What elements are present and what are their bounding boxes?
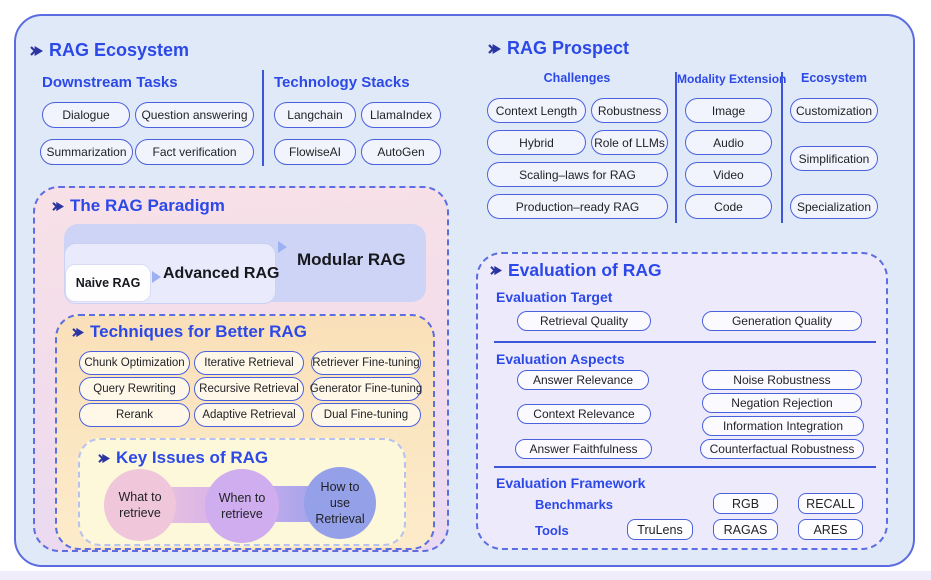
pill-context-relevance: Context Relevance (517, 404, 651, 424)
page-bottom-strip (0, 571, 931, 580)
pill-fact-verification: Fact verification (135, 139, 254, 165)
tools-label: Tools (535, 523, 569, 538)
pill-adaptive-retrieval: Adaptive Retrieval (194, 403, 304, 427)
section-arrow-icon (52, 201, 64, 211)
evaluation-title: Evaluation of RAG (508, 260, 662, 280)
pill-answer-relevance: Answer Relevance (517, 370, 649, 390)
techniques-title: Techniques for Better RAG (90, 322, 307, 341)
downstream-tasks-label: Downstream Tasks (42, 74, 178, 91)
pill-simplification: Simplification (790, 146, 878, 171)
pill-video: Video (685, 162, 772, 187)
pill-audio: Audio (685, 130, 772, 155)
box-rgb: RGB (713, 493, 778, 514)
pill-dual-finetuning: Dual Fine-tuning (311, 403, 421, 427)
circle-how-to-use-retrieval: How to use Retrieval (304, 467, 376, 539)
pill-llamaindex: LlamaIndex (361, 102, 441, 128)
pill-context-length: Context Length (487, 98, 586, 123)
advanced-to-modular-arrow-icon (278, 241, 287, 253)
pill-recursive-retrieval: Recursive Retrieval (194, 377, 304, 401)
pill-production-ready: Production–ready RAG (487, 194, 668, 219)
challenges-label: Challenges (543, 71, 611, 85)
section-arrow-icon (98, 453, 110, 463)
pill-customization: Customization (790, 98, 878, 123)
key-issues-header: Key Issues of RAG (98, 448, 268, 468)
pill-generation-quality: Generation Quality (702, 311, 862, 331)
pill-chunk-optimization: Chunk Optimization (79, 351, 190, 375)
pill-autogen: AutoGen (361, 139, 441, 165)
evaluation-header: Evaluation of RAG (490, 260, 662, 281)
pill-specialization: Specialization (790, 194, 878, 219)
pill-question-answering: Question answering (135, 102, 254, 128)
techniques-header: Techniques for Better RAG (72, 322, 307, 342)
pill-scaling-laws: Scaling–laws for RAG (487, 162, 668, 187)
box-recall: RECALL (798, 493, 863, 514)
paradigm-header: The RAG Paradigm (52, 196, 225, 216)
ecosystem-column-divider (262, 70, 264, 166)
box-trulens: TruLens (627, 519, 693, 540)
rag-prospect-header: RAG Prospect (488, 38, 629, 59)
pill-negation-rejection: Negation Rejection (702, 393, 862, 413)
evaluation-aspects-label: Evaluation Aspects (496, 351, 625, 367)
pill-code: Code (685, 194, 772, 219)
rag-ecosystem-title: RAG Ecosystem (49, 40, 190, 60)
naive-rag-box (65, 264, 151, 302)
rag-ecosystem-header: RAG Ecosystem (30, 40, 189, 61)
naive-rag-label: Naive RAG (75, 276, 141, 290)
pill-role-of-llms: Role of LLMs (591, 130, 668, 155)
circle-when-to-retrieve: When to retrieve (205, 469, 279, 543)
pill-answer-faithfulness: Answer Faithfulness (515, 439, 652, 459)
ecosystem-column-label: Ecosystem (800, 71, 867, 85)
pill-summarization: Summarization (40, 139, 133, 165)
rag-prospect-title: RAG Prospect (507, 38, 630, 58)
section-arrow-icon (30, 45, 43, 56)
technology-stacks-label: Technology Stacks (274, 74, 410, 91)
circle-what-to-retrieve: What to retrieve (104, 469, 176, 541)
pill-robustness: Robustness (591, 98, 668, 123)
pill-image: Image (685, 98, 772, 123)
section-arrow-icon (490, 265, 502, 276)
key-issues-title: Key Issues of RAG (116, 448, 269, 467)
pill-retriever-finetuning: Retriever Fine-tuning (311, 351, 421, 375)
modality-extension-label: Modality Extension (677, 72, 787, 86)
pill-information-integration: Information Integration (702, 416, 864, 436)
evaluation-divider-1 (494, 341, 876, 343)
advanced-rag-label: Advanced RAG (163, 265, 280, 282)
prospect-divider-2 (781, 72, 783, 223)
evaluation-framework-label: Evaluation Framework (496, 475, 646, 491)
pill-flowiseai: FlowiseAI (274, 139, 356, 165)
section-arrow-icon (488, 43, 501, 54)
pill-counterfactual-robustness: Counterfactual Robustness (700, 439, 864, 459)
modular-rag-label: Modular RAG (297, 250, 406, 269)
box-ares: ARES (798, 519, 863, 540)
evaluation-target-label: Evaluation Target (496, 289, 613, 305)
pill-iterative-retrieval: Iterative Retrieval (194, 351, 304, 375)
pill-retrieval-quality: Retrieval Quality (517, 311, 651, 331)
pill-noise-robustness: Noise Robustness (702, 370, 862, 390)
pill-rerank: Rerank (79, 403, 190, 427)
prospect-divider-1 (675, 72, 677, 223)
box-ragas: RAGAS (713, 519, 778, 540)
naive-to-advanced-arrow-icon (152, 271, 161, 283)
benchmarks-label: Benchmarks (535, 497, 614, 512)
paradigm-title: The RAG Paradigm (70, 196, 225, 215)
pill-dialogue: Dialogue (42, 102, 130, 128)
pill-hybrid: Hybrid (487, 130, 586, 155)
section-arrow-icon (72, 327, 84, 337)
pill-query-rewriting: Query Rewriting (79, 377, 190, 401)
pill-langchain: Langchain (274, 102, 356, 128)
pill-generator-finetuning: Generator Fine-tuning (310, 377, 422, 401)
evaluation-divider-2 (494, 466, 876, 468)
